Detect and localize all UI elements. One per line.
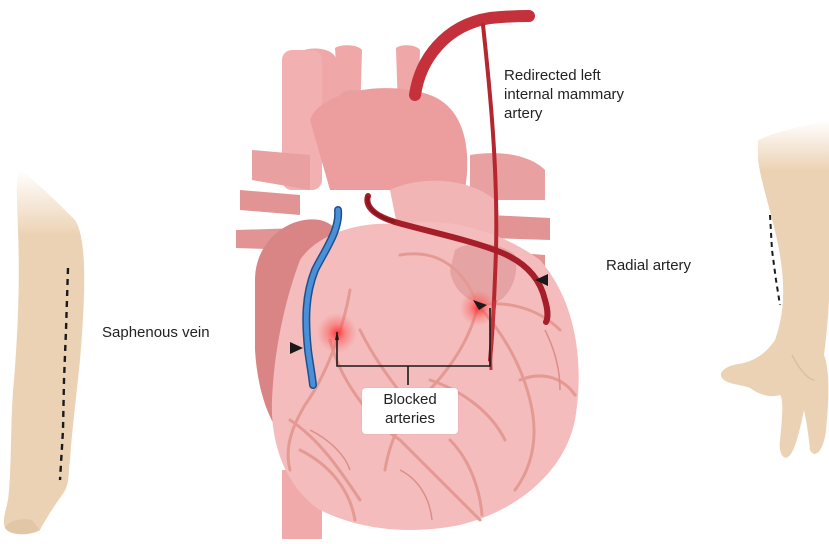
radial-pointer — [535, 274, 800, 286]
label-lima-line3: artery — [504, 104, 542, 123]
label-blocked-line2: arteries — [370, 409, 450, 428]
label-radial-artery: Radial artery — [606, 256, 691, 275]
label-blocked-arteries: Blocked arteries — [362, 388, 458, 434]
leg-illustration — [4, 170, 84, 534]
label-lima-line1: Redirected left — [504, 66, 601, 85]
label-lima-line2: internal mammary — [504, 85, 624, 104]
forearm-hand-illustration — [721, 120, 829, 458]
label-saphenous-vein: Saphenous vein — [102, 323, 210, 342]
label-blocked-line1: Blocked — [370, 390, 450, 409]
